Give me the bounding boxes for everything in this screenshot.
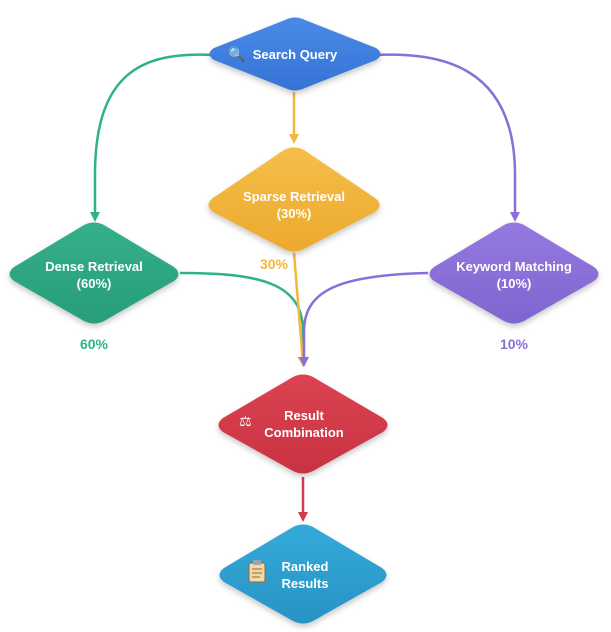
search-query-label: Search Query [253, 47, 338, 62]
node-search-query[interactable]: 🔍 Search Query [209, 17, 381, 91]
ranked-results-line1: Ranked [282, 559, 329, 574]
dense-retrieval-weight: (60%) [77, 276, 112, 291]
result-combination-line2: Combination [264, 425, 343, 440]
edge-query-to-dense [90, 53, 216, 222]
result-combination-line1: Result [284, 408, 324, 423]
node-sparse-retrieval[interactable]: Sparse Retrieval (30%) [208, 147, 380, 252]
edge-sparse-to-combine [292, 252, 308, 367]
keyword-matching-weight: (10%) [497, 276, 532, 291]
keyword-weight-label: 10% [500, 336, 529, 352]
edges [90, 53, 520, 522]
sparse-weight-label: 30% [260, 256, 289, 272]
node-result-combination[interactable]: ⚖ Result Combination [218, 374, 388, 474]
node-ranked-results[interactable]: Ranked Results [219, 524, 387, 624]
scales-icon: ⚖ [239, 414, 252, 430]
ranked-results-line2: Results [282, 576, 329, 591]
edge-query-to-keyword [374, 53, 520, 222]
magnifier-icon: 🔍 [228, 45, 245, 63]
keyword-matching-label: Keyword Matching [456, 259, 572, 274]
dense-retrieval-label: Dense Retrieval [45, 259, 143, 274]
clipboard-icon [248, 560, 266, 583]
node-keyword-matching[interactable]: Keyword Matching (10%) [429, 222, 599, 324]
dense-weight-label: 60% [80, 336, 109, 352]
edge-keyword-to-combine [299, 271, 429, 367]
node-dense-retrieval[interactable]: Dense Retrieval (60%) [9, 222, 179, 324]
sparse-retrieval-weight: (30%) [277, 206, 312, 221]
edge-dense-to-combine [179, 271, 308, 367]
sparse-retrieval-label: Sparse Retrieval [243, 189, 345, 204]
